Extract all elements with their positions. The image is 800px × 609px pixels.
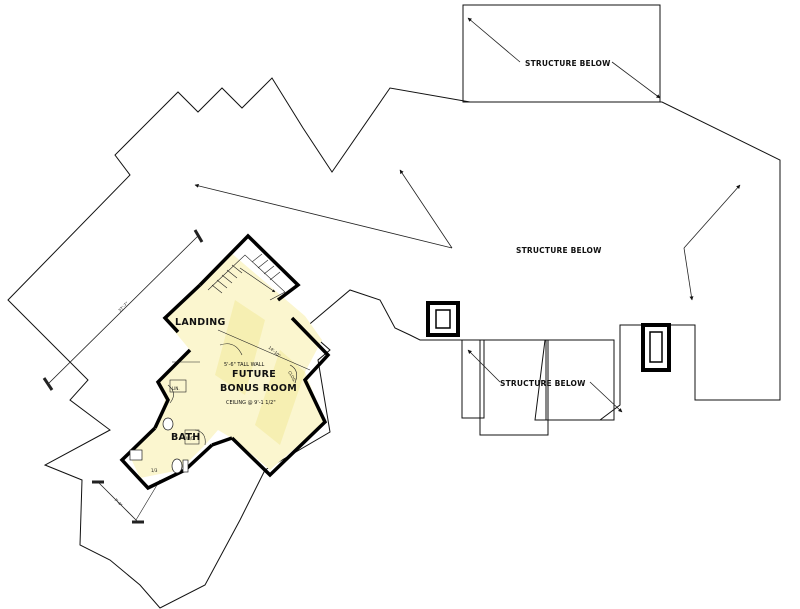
- toilet-icon: [171, 458, 183, 474]
- wall-bath: [119, 426, 214, 491]
- label-tall-wall-note: 5'-6" TALL WALL: [224, 362, 265, 368]
- stair: [207, 253, 286, 301]
- stair-tread: [257, 259, 269, 269]
- wall-bath-inner: [211, 436, 233, 447]
- dimension-tick: [42, 377, 54, 391]
- arrow-icon: [589, 381, 623, 413]
- chimney-1: [426, 301, 460, 337]
- arrow-icon: [467, 349, 501, 383]
- arrow-icon: [467, 17, 521, 63]
- structure-block-lower-1: [461, 339, 485, 419]
- wall-east: [230, 316, 331, 478]
- label-structure-below-right: STRUCTURE BELOW: [500, 379, 586, 388]
- stair-tread: [216, 279, 228, 289]
- label-future: FUTURE: [232, 369, 276, 380]
- labels: STRUCTURE BELOW STRUCTURE BELOW STRUCTUR…: [113, 59, 611, 508]
- door-arc: [194, 429, 206, 446]
- stair-tread: [211, 284, 223, 294]
- arrow-icon: [239, 267, 276, 293]
- stair-tread: [269, 271, 281, 281]
- label-structure-below-center: STRUCTURE BELOW: [516, 246, 602, 255]
- chimney-2: [641, 323, 671, 372]
- structure-block-lower-2: [479, 339, 549, 436]
- structure-block-lower-3: [545, 339, 615, 421]
- walls: [119, 233, 331, 491]
- arrow-icon: [399, 169, 453, 249]
- door-arc: [219, 343, 243, 356]
- chimney-1-inner: [435, 309, 451, 329]
- stair-tread: [221, 274, 233, 284]
- label-ceiling-note: CEILING @ 9'-1 1/2": [226, 400, 276, 406]
- wall-landing: [162, 283, 202, 334]
- label-dimension-short: 7'-4": [113, 497, 123, 507]
- wall-north: [198, 233, 301, 302]
- bonus-room-stripe-1: [215, 300, 265, 395]
- vanity: [129, 449, 143, 461]
- label-dimension-long: 37'-7": [117, 301, 129, 313]
- chimney-2-inner: [649, 331, 663, 363]
- dimension-line-short: [97, 481, 139, 523]
- toilet-tank: [182, 459, 189, 473]
- stair-tread: [226, 269, 238, 279]
- door-swings: [167, 329, 311, 446]
- label-closet-2: LIN.: [172, 386, 180, 391]
- closet-box: [184, 429, 200, 445]
- stair-tread: [251, 253, 263, 263]
- dimension-extension: [135, 479, 161, 521]
- arrow-icon: [683, 184, 741, 249]
- arrow-icon: [611, 61, 661, 99]
- bonus-room-stripe-2: [255, 350, 305, 445]
- main-outline-path: [7, 77, 781, 609]
- stair-tread: [231, 264, 243, 274]
- stair-tread: [263, 265, 275, 275]
- leader-lines: [194, 17, 741, 413]
- bath-fixtures: [129, 417, 189, 474]
- closet-box: [169, 379, 187, 393]
- door-arc: [289, 364, 297, 384]
- label-closet-3: W/D: [186, 436, 194, 441]
- label-landing: LANDING: [175, 317, 226, 328]
- chimneys: [426, 301, 671, 372]
- sink-icon: [162, 417, 174, 431]
- label-bath: BATH: [171, 432, 201, 443]
- structure-block-top: [462, 4, 661, 103]
- label-structure-below-top: STRUCTURE BELOW: [525, 59, 611, 68]
- label-bonus-room: BONUS ROOM: [220, 383, 297, 394]
- door-arc: [167, 384, 174, 404]
- label-closet-1: CLOS.: [287, 370, 297, 383]
- dimension-line-long: [47, 235, 199, 385]
- wall-divider: [217, 329, 311, 371]
- arrow-icon: [683, 247, 694, 301]
- roof-outline: [7, 4, 781, 609]
- wall-west: [153, 348, 192, 429]
- label-fixture-tag: 1/3: [151, 468, 158, 473]
- dimension-tick: [193, 229, 204, 243]
- dimension-lines: [42, 229, 204, 524]
- arrow-icon: [194, 183, 453, 249]
